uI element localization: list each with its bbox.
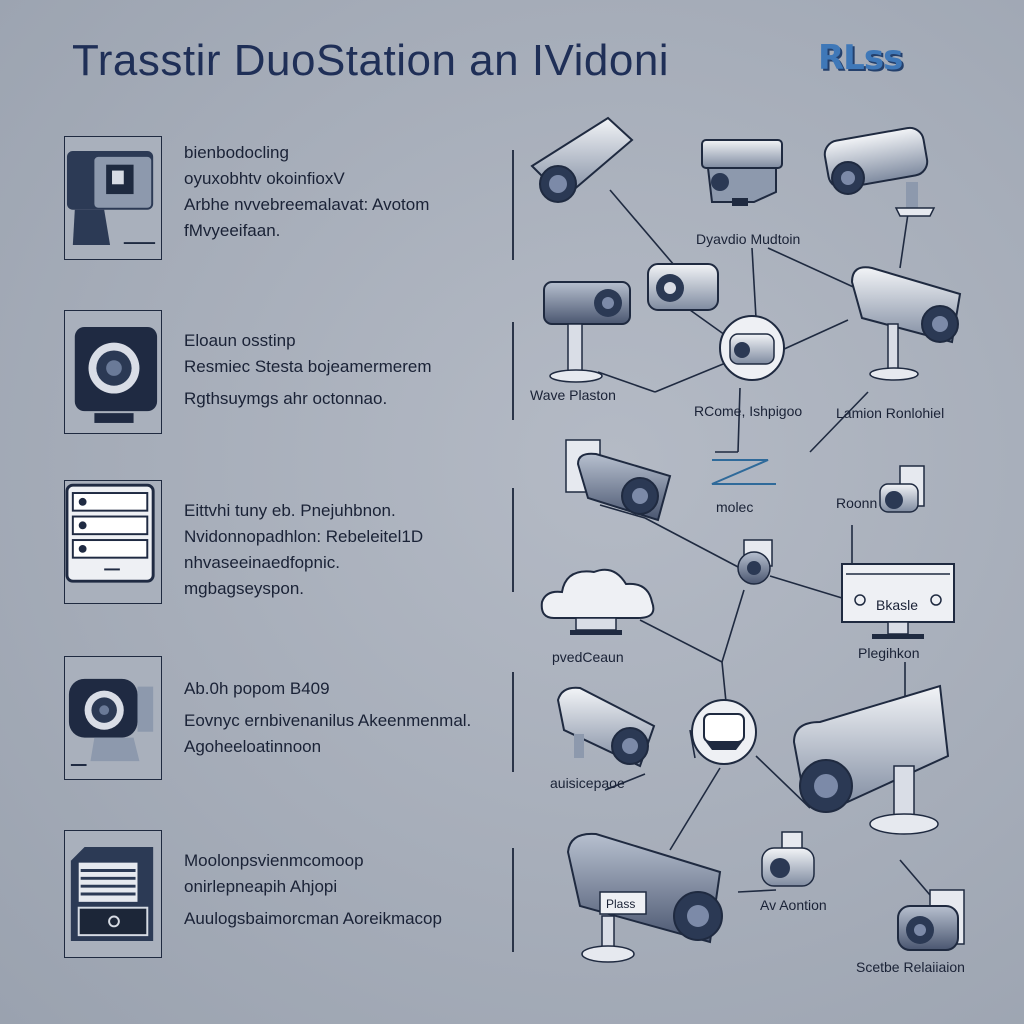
label-wave: Wave Plaston: [530, 387, 616, 403]
connection-line: [767, 247, 861, 291]
feature-3-line-4: mgbagseyspon.: [184, 579, 305, 598]
feature-5-line-1: Moolonpsvienmcomoop: [184, 851, 364, 870]
mini-camera-icon: [879, 465, 925, 513]
bullet-camera-icon: [530, 116, 634, 203]
divider: [512, 672, 514, 772]
brand-logo: RLss: [818, 38, 903, 78]
connection-line: [609, 189, 681, 273]
box-camera-icon: [701, 139, 783, 206]
label-cam-left: auisicepaoe: [550, 775, 625, 791]
label-cam-small: Av Aontion: [760, 897, 827, 913]
wall-camera-icon: [565, 439, 672, 522]
bullet-camera-icon: [556, 686, 656, 768]
security-camera-icon: [64, 656, 162, 780]
feature-1-line-2: oyuxobhtv okoinfioxV: [184, 169, 345, 188]
connection-line: [644, 517, 741, 569]
connection-line: [682, 304, 733, 341]
label-molec: molec: [716, 499, 753, 515]
feature-row-5: Moolonpsvienmcomoop onirlepneapih Ahjopi…: [64, 830, 484, 960]
bullet-camera-icon: [850, 266, 962, 381]
connection-line: [604, 773, 646, 791]
connection-line: [737, 387, 741, 453]
feature-4-line-2: Eovnyc ernbivenanilus Akeenmenmal.: [184, 711, 472, 730]
camera-box-icon: [64, 136, 162, 260]
feature-3-line-1: Eittvhi tuny eb. Pnejuhbnon.: [184, 501, 396, 520]
mini-camera-icon: [761, 831, 815, 887]
feature-1-line-4: fMvyeeifaan.: [184, 221, 281, 240]
label-roonn: Roonn: [836, 495, 877, 511]
bullet-camera-icon: [543, 281, 631, 383]
connection-line: [654, 361, 729, 393]
feature-2-line-3: Rgthsuymgs ahr octonnao.: [184, 389, 388, 408]
wall-camera-icon: [897, 889, 965, 951]
monitor-screen-text: Bkasle: [876, 597, 918, 613]
feature-1-line-1: bienbodocling: [184, 143, 289, 162]
feature-row-4: Ab.0h popom B409 Eovnyc ernbivenanilus A…: [64, 656, 484, 782]
divider: [512, 322, 514, 420]
connection-line: [721, 589, 745, 663]
connection-line: [755, 755, 811, 809]
connection-line: [899, 199, 911, 269]
feature-1-line-3: Arbhe nvvebreemalavat: Avotom: [184, 195, 430, 214]
connection-line: [781, 319, 849, 351]
feature-3-line-3: nhvaseeinaedfopnic.: [184, 553, 340, 572]
divider: [512, 488, 514, 592]
connection-line: [737, 889, 777, 893]
bullet-camera-icon: [792, 684, 950, 835]
connector-icon: [711, 459, 776, 485]
divider: [512, 848, 514, 952]
connection-line: [689, 729, 696, 759]
connection-line: [899, 859, 931, 896]
connection-line: [639, 619, 723, 663]
feature-row-1: bienbodocling oyuxobhtv okoinfioxV Arbhe…: [64, 136, 484, 262]
mini-camera-icon: [647, 263, 719, 311]
connection-line: [751, 247, 757, 319]
label-cloud: pvedCeaun: [552, 649, 624, 665]
feature-4-line-3: Agoheeloatinnoon: [184, 737, 322, 756]
recorder-box-icon: [64, 830, 162, 958]
server-rack-icon: [64, 480, 162, 604]
feature-2-line-1: Eloaun osstinp: [184, 331, 296, 350]
label-monitor: Plegihkon: [858, 645, 920, 661]
label-dyavdio: Dyavdio Mudtoin: [696, 231, 800, 247]
mini-camera-icon: [737, 539, 773, 585]
cloud-icon: [540, 568, 655, 635]
dome-camera-icon: [64, 310, 162, 434]
label-lamion: Lamion Ronlohiel: [836, 405, 944, 421]
dome-camera-icon: [719, 315, 785, 381]
hub-dome-icon: [691, 699, 757, 765]
connection-line: [599, 504, 646, 519]
connection-line: [809, 391, 869, 453]
page-title: Trasstir DuoStation an IVidoni: [72, 36, 670, 85]
big-camera-brand: Plass: [606, 897, 635, 911]
bullet-camera-icon: Plass: [566, 832, 723, 963]
label-bottom-right: Scetbe Relaiiaion: [856, 959, 965, 975]
connection-line: [769, 575, 843, 599]
divider: [512, 150, 514, 260]
connection-line: [669, 767, 721, 851]
connection-lines: [597, 189, 931, 896]
connection-line: [721, 661, 727, 703]
bullet-camera-icon: [823, 126, 936, 217]
feature-5-line-2: onirlepneapih Ahjopi: [184, 877, 338, 896]
connection-line: [597, 371, 656, 393]
monitor-icon: [841, 563, 955, 639]
feature-row-3: Eittvhi tuny eb. Pnejuhbnon. Nvidonnopad…: [64, 480, 484, 606]
feature-5-line-3: Auulogsbaimorcman Aoreikmacop: [184, 909, 442, 928]
label-rcome: RCome, Ishpigoo: [694, 403, 802, 419]
feature-3-line-2: Nvidonnopadhlon: Rebeleitel1D: [184, 527, 424, 546]
feature-4-line-1: Ab.0h popom B409: [184, 679, 330, 698]
feature-2-line-2: Resmiec Stesta bojeamermerem: [184, 357, 432, 376]
feature-row-2: Eloaun osstinp Resmiec Stesta bojeamerme…: [64, 310, 484, 436]
